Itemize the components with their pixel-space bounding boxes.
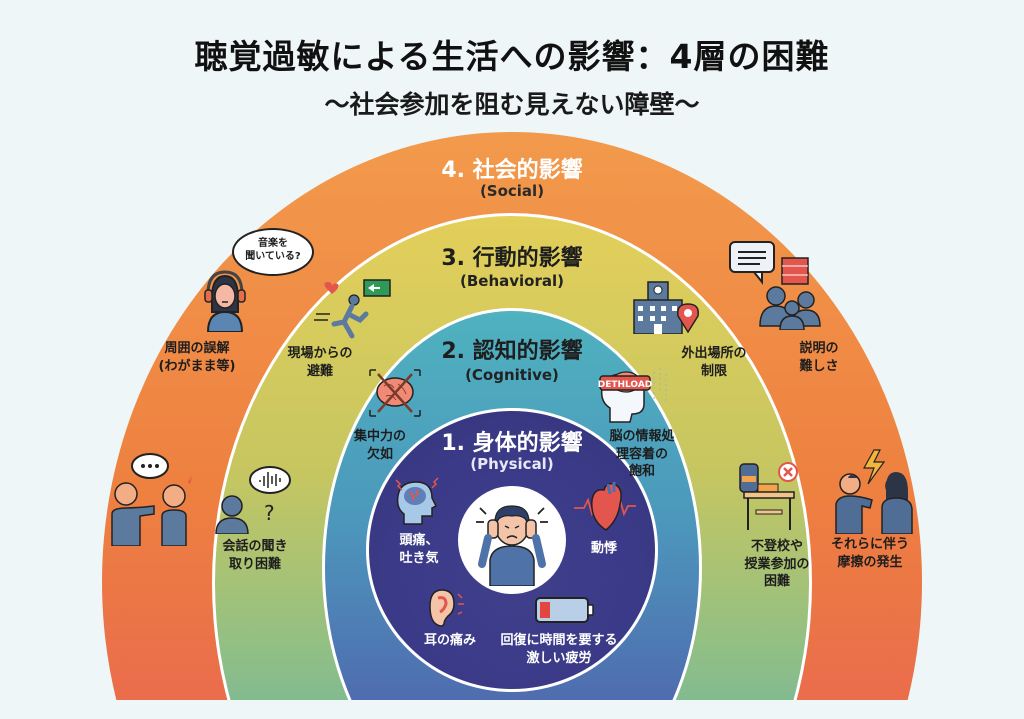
item-label: 耳の痛み (423, 633, 476, 648)
running-exit-icon (314, 279, 391, 339)
bubble-line-2: 聞いている? (245, 251, 301, 262)
item-label: 授業参加の (744, 556, 810, 572)
item-label: 欠如 (366, 446, 393, 462)
crossed-brain-icon (369, 369, 421, 417)
item-label: 頭痛、 (399, 533, 439, 548)
page-subtitle: ～社会参加を阻む見えない障壁～ (324, 90, 700, 119)
conflict-people-icon (835, 449, 913, 534)
item-label: 周囲の誤解 (164, 341, 230, 356)
item-friction: それらに伴う 摩擦の発生 (822, 536, 918, 571)
item-outing-restriction: 外出場所の 制限 (664, 345, 764, 380)
layer-diagram: 4. 社会的影響 (Social) 3. 行動的影響 (Behavioral) … (102, 132, 922, 700)
item-label: 飽和 (628, 464, 655, 480)
speech-bubble: 音楽を 聞いている? (232, 228, 314, 276)
headphones-person-icon (204, 270, 246, 332)
school-desk-icon (739, 462, 798, 530)
speech-wall-group-icon (729, 241, 821, 330)
overload-badge: DETHLOAD (598, 380, 653, 390)
item-label: 現場からの (287, 346, 353, 361)
item-label: 集中力の (353, 429, 406, 444)
item-info-overload: 脳の情報処 理容着の 飽和 (600, 428, 684, 481)
item-label: 不登校や (750, 539, 803, 554)
item-concentration-lack: 集中力の 欠如 (340, 428, 420, 463)
item-label: (わがまま等) (158, 358, 236, 374)
page-title: 聴覚過敏による生活への影響：4層の困難 (194, 37, 830, 76)
heart-icon (574, 482, 636, 531)
item-school-difficulty: 不登校や 授業参加の 困難 (736, 538, 818, 591)
physical-title: 1. 身体的影響 (441, 431, 583, 456)
cognitive-subtitle: (Cognitive) (465, 366, 559, 384)
social-title: 4. 社会的影響 (441, 158, 583, 183)
item-label: 吐き気 (399, 550, 439, 566)
item-explaining-difficulty: 説明の 難しさ (784, 340, 854, 375)
item-label: 激しい疲労 (526, 650, 592, 666)
item-label: 避難 (306, 363, 333, 379)
item-misunderstanding: 周囲の誤解 (わがまま等) (142, 340, 252, 375)
arguing-people-icon (111, 453, 192, 546)
behavioral-title: 3. 行動的影響 (441, 246, 583, 271)
item-label: それらに伴う (830, 537, 909, 552)
low-battery-icon (535, 597, 594, 623)
item-label: 制限 (700, 363, 727, 379)
item-label: 動悸 (590, 541, 617, 556)
item-label: 困難 (763, 574, 790, 590)
item-ear-pain: 耳の痛み (410, 632, 490, 650)
item-palpitations: 動悸 (576, 540, 632, 558)
behavioral-subtitle: (Behavioral) (459, 272, 564, 290)
svg-text:?: ? (264, 501, 275, 525)
item-label: 外出場所の (681, 346, 747, 361)
item-label: 難しさ (799, 358, 839, 374)
physical-subtitle: (Physical) (470, 455, 554, 473)
item-label: 摩擦の発生 (837, 554, 903, 570)
item-label: 理容着の (615, 446, 668, 462)
bubble-line-1: 音楽を (258, 238, 288, 249)
item-fatigue: 回復に時間を要する 激しい疲労 (494, 632, 624, 667)
item-headache: 頭痛、 吐き気 (384, 532, 454, 567)
item-label: 説明の (799, 341, 839, 356)
cognitive-title: 2. 認知的影響 (441, 339, 583, 364)
covering-ears-person-icon (476, 505, 548, 586)
social-subtitle: (Social) (479, 182, 545, 200)
headache-icon (395, 477, 439, 525)
item-conversation-difficulty: 会話の聞き 取り困難 (210, 538, 300, 573)
item-evacuation: 現場からの 避難 (270, 345, 370, 380)
ear-pain-icon (429, 589, 464, 627)
item-label: 回復に時間を要する (500, 633, 618, 648)
item-label: 会話の聞き (222, 539, 288, 554)
item-label: 脳の情報処 (609, 429, 675, 444)
building-pin-icon (633, 281, 700, 334)
item-label: 取り困難 (228, 556, 281, 572)
listening-person-icon: ? (215, 466, 291, 534)
overload-head-icon: DETHLOAD (598, 368, 667, 423)
